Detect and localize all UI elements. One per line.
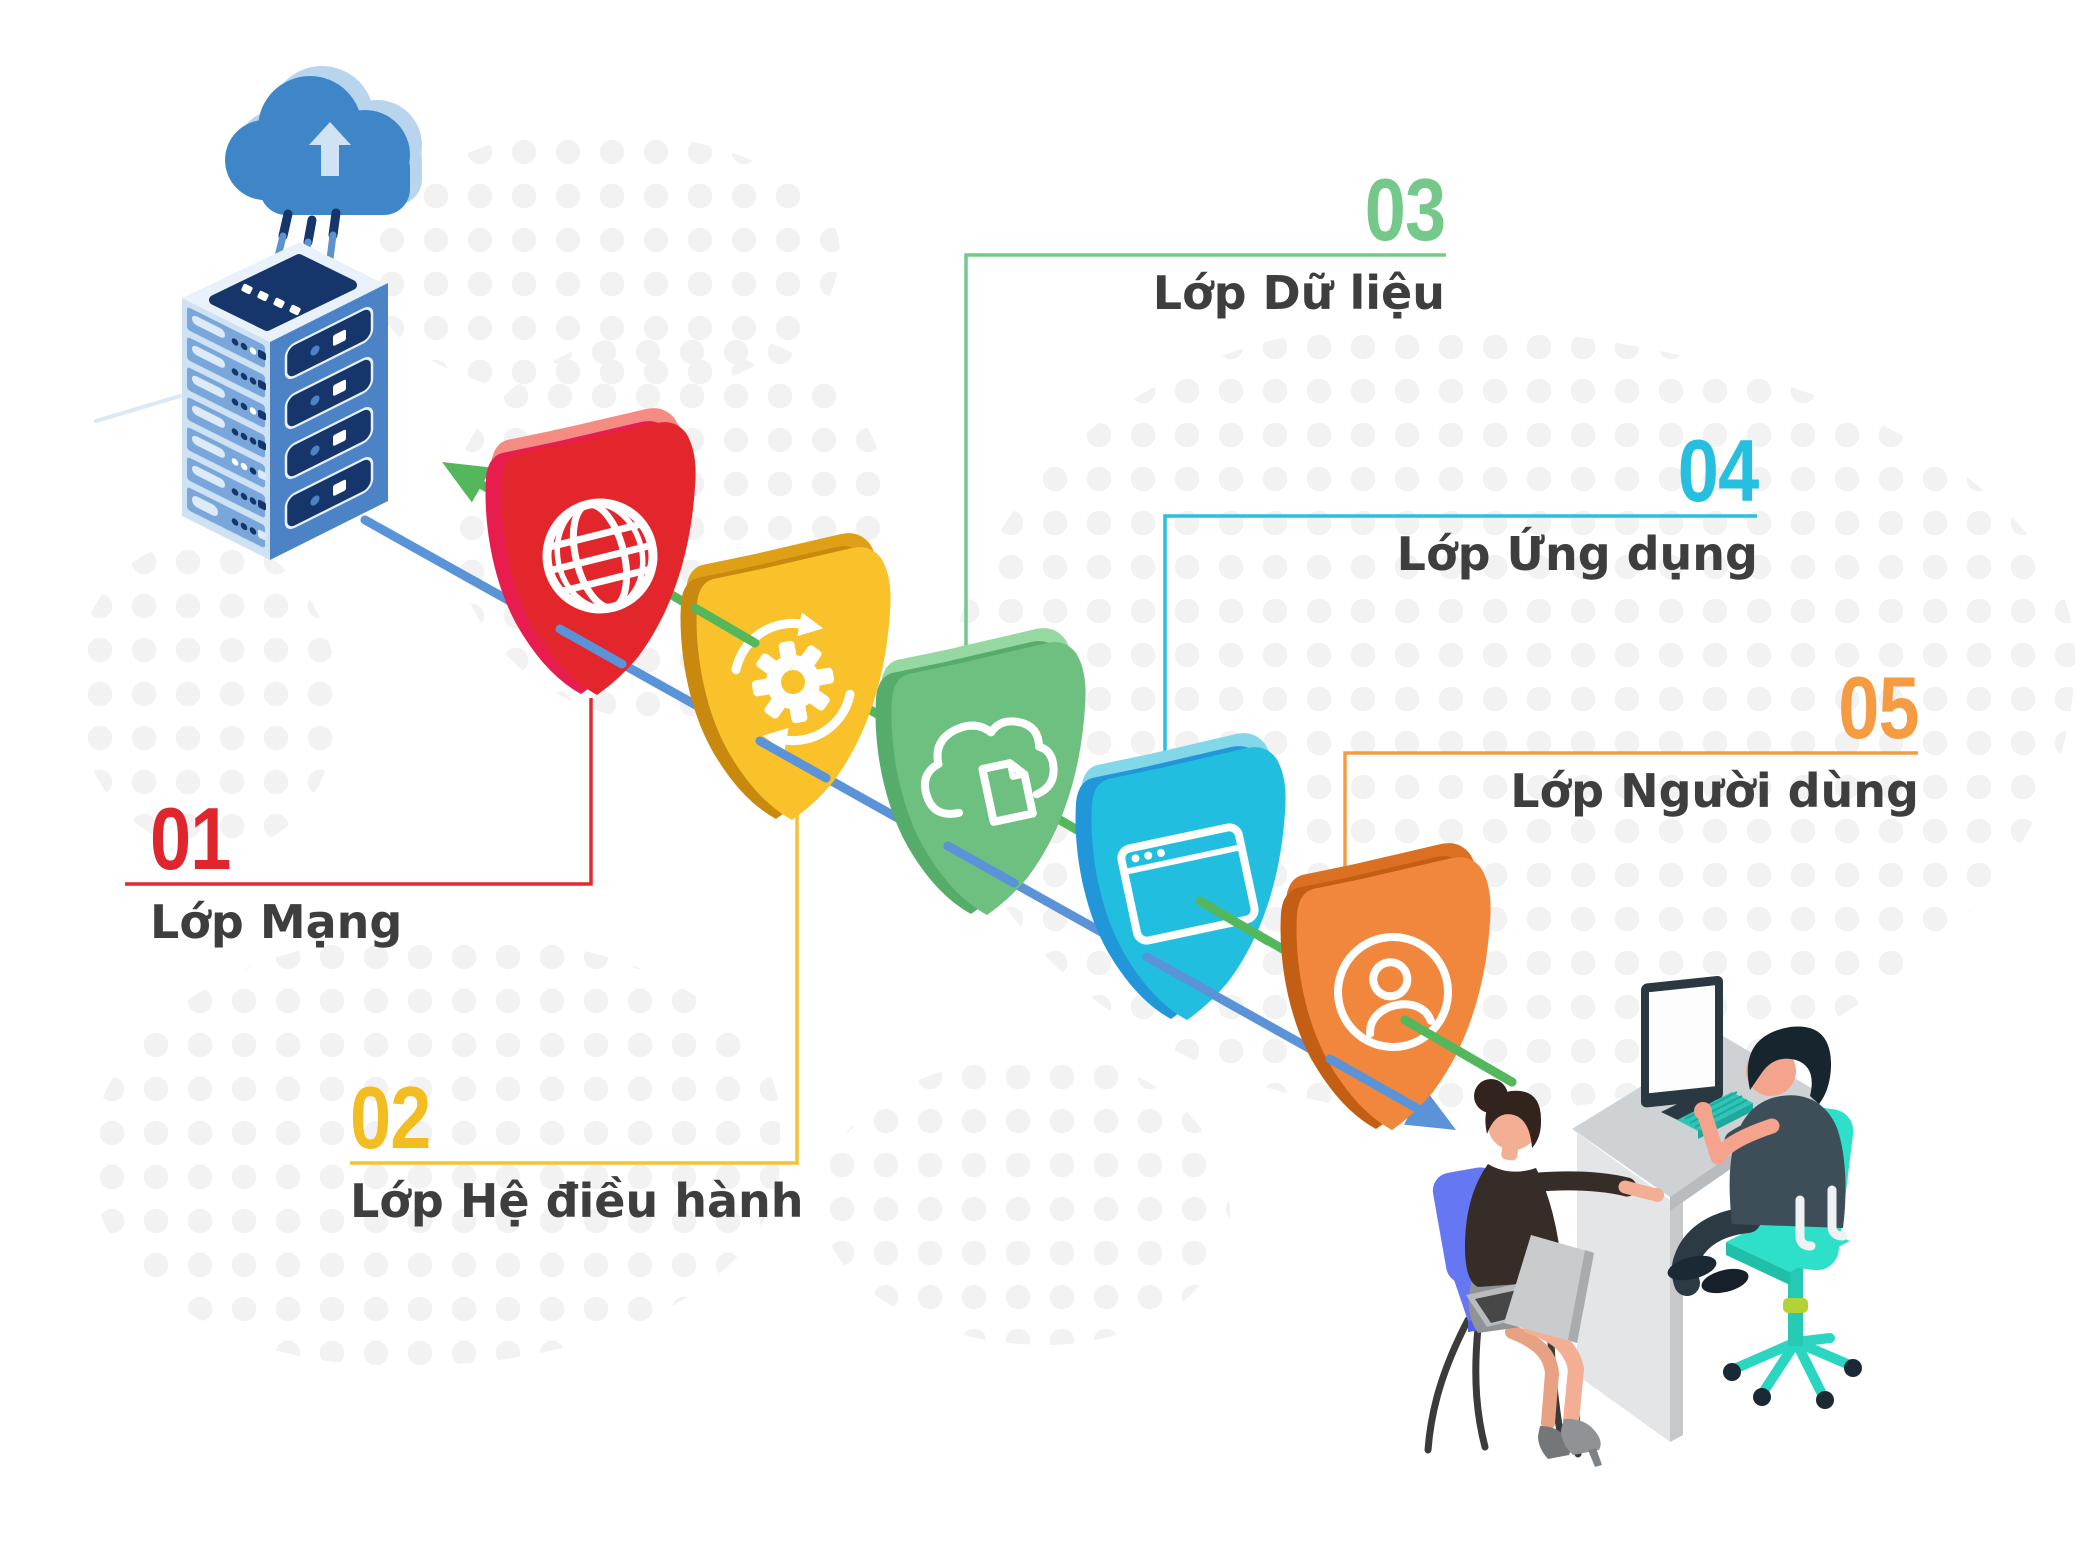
connector-03 (964, 253, 1446, 656)
layer-label-group-application: 04 Lớp Ứng dụng (1396, 421, 1759, 581)
server-side-panels (284, 307, 374, 529)
armrest (1795, 1185, 1848, 1251)
upload-arrow-overlaps (690, 603, 1517, 1087)
label-connectors (125, 253, 1918, 1165)
layer-number: 05 (1838, 658, 1919, 757)
layer-name: Lớp Ứng dụng (1396, 527, 1758, 581)
cloud-document-icon (920, 717, 1058, 826)
layer-name: Lớp Dữ liệu (1152, 266, 1445, 320)
layer-label-group-network: 01 Lớp Mạng (150, 795, 402, 949)
upload-arrowhead-icon (442, 462, 492, 503)
user-circle-icon (1334, 933, 1452, 1051)
server-front-face (182, 298, 270, 560)
app-window-icon (1117, 823, 1259, 945)
laptop (1466, 1235, 1594, 1343)
shield-application (1075, 733, 1286, 1020)
shield-network (485, 408, 696, 695)
server-side-face (270, 283, 388, 560)
download-arrow-overlaps (555, 624, 1425, 1115)
globe-network-icon (542, 498, 658, 614)
connector-01 (125, 698, 593, 886)
gear-sync-icon (731, 612, 855, 752)
layer-number: 01 (150, 789, 231, 888)
layer-number: 04 (1677, 421, 1758, 520)
cable-plugs (278, 208, 341, 247)
download-arrowhead-icon (1403, 1088, 1456, 1130)
man-at-computer (1667, 1026, 1848, 1296)
connector-04 (1163, 514, 1757, 770)
cloud-icon (225, 76, 410, 215)
connector-02 (350, 802, 799, 1165)
layer-label-group-user: 05 Lớp Người dùng (1510, 658, 1920, 818)
server-top-panel (209, 254, 357, 331)
layer-name: Lớp Mạng (150, 895, 403, 949)
layer-label-group-data: 03 Lớp Dữ liệu (1152, 160, 1446, 320)
server-drawers (187, 307, 266, 548)
shield-user (1280, 843, 1491, 1130)
server-top-leds (241, 283, 301, 316)
monitor (1641, 975, 1723, 1123)
layer-label-group-os: 02 Lớp Hệ điều hành (350, 1074, 804, 1228)
shield-data (875, 628, 1086, 915)
people-at-desk-illustration (1424, 975, 1862, 1467)
server-cloud-illustration (94, 66, 422, 560)
layer-number: 03 (1364, 160, 1445, 259)
upload-arrow-icon (309, 122, 351, 176)
layer-name: Lớp Người dùng (1510, 764, 1919, 818)
layer-name: Lớp Hệ điều hành (350, 1174, 804, 1228)
woman-with-laptop (1465, 1079, 1664, 1467)
layer-number: 02 (350, 1068, 431, 1167)
connector-05 (1343, 751, 1918, 884)
shield-operating-system (680, 533, 891, 820)
